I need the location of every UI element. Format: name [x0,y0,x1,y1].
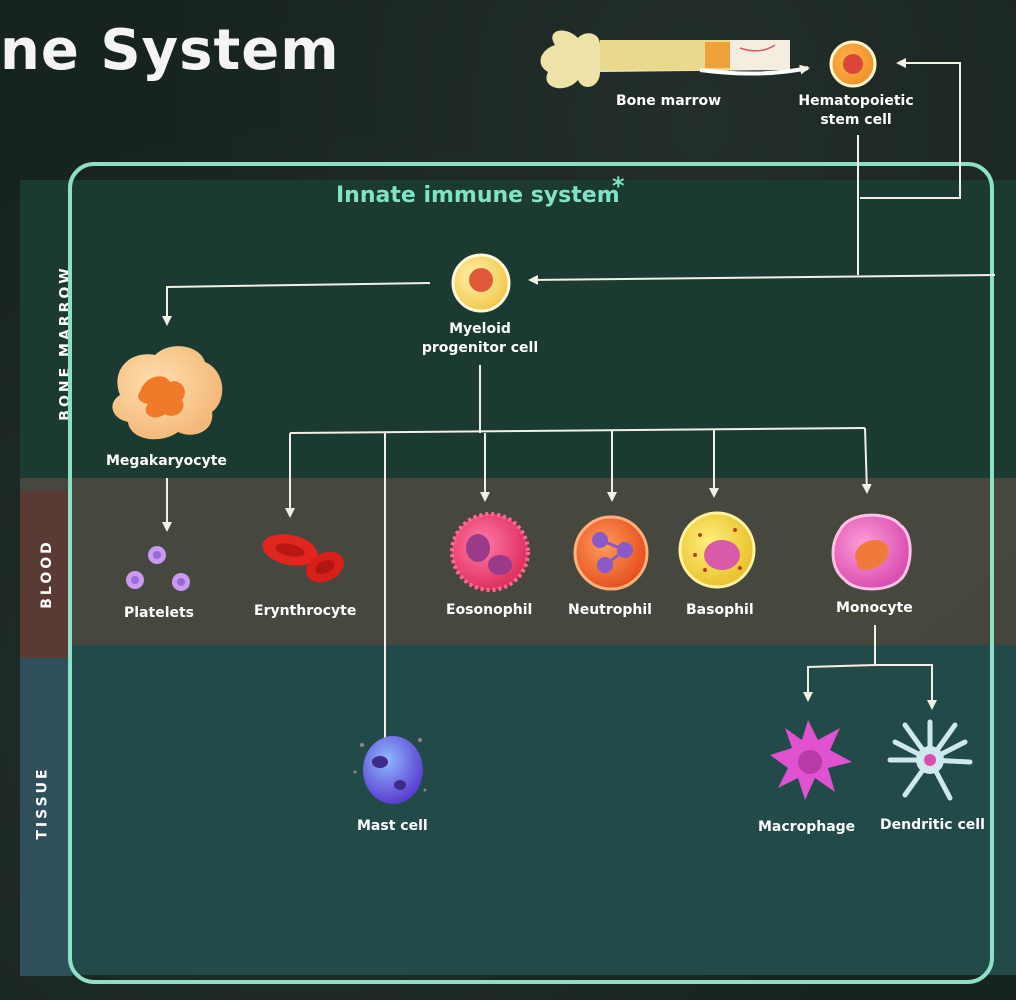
basophil-icon [678,511,756,589]
page-title: ne System [0,18,340,83]
label-erythrocyte: Erynthrocyte [254,603,357,619]
mast-cell-icon [353,736,427,804]
bone-marrow-band [20,180,1016,490]
label-hsc-line1: Hematopoietic [798,93,914,109]
blood-side-strip [20,490,72,658]
label-myeloid-progenitor: Myeloid progenitor cell [420,320,540,358]
megakaryocyte-icon [112,346,223,440]
macrophage-icon [770,720,852,800]
label-myeloid-line1: Myeloid [449,321,511,337]
label-dendritic-cell: Dendritic cell [880,817,985,833]
label-bone-marrow: Bone marrow [616,93,722,109]
innate-immune-system-box [68,162,994,984]
monocyte-icon [831,513,912,591]
tissue-band [20,645,1016,975]
eosinophil-icon [450,512,530,592]
label-hsc-line2: stem cell [820,112,892,128]
connector-arrows [162,58,996,802]
bone-marrow-icon [540,30,790,89]
label-myeloid-line2: progenitor cell [421,340,539,356]
label-hematopoietic-stem-cell: Hematopoietic stem cell [796,92,916,130]
erythrocyte-icon [262,534,345,583]
myeloid-progenitor-cell-icon [451,253,511,313]
label-monocyte: Monocyte [836,600,913,616]
label-eosinophil: Eosonophil [446,602,533,618]
innate-immune-system-title: Innate immune system [336,183,620,208]
label-platelets: Platelets [124,605,195,621]
label-basophil: Basophil [686,602,754,618]
neutrophil-icon [573,515,649,591]
label-neutrophil: Neutrophil [568,602,652,618]
innate-asterisk: * [612,172,625,200]
tissue-side-strip [20,658,72,976]
label-mast-cell: Mast cell [357,818,428,834]
dendritic-cell-icon [887,719,973,801]
hematopoietic-stem-cell-icon [829,40,877,88]
platelets-icon [126,546,190,591]
label-macrophage: Macrophage [758,819,856,835]
label-megakaryocyte: Megakaryocyte [106,453,227,469]
